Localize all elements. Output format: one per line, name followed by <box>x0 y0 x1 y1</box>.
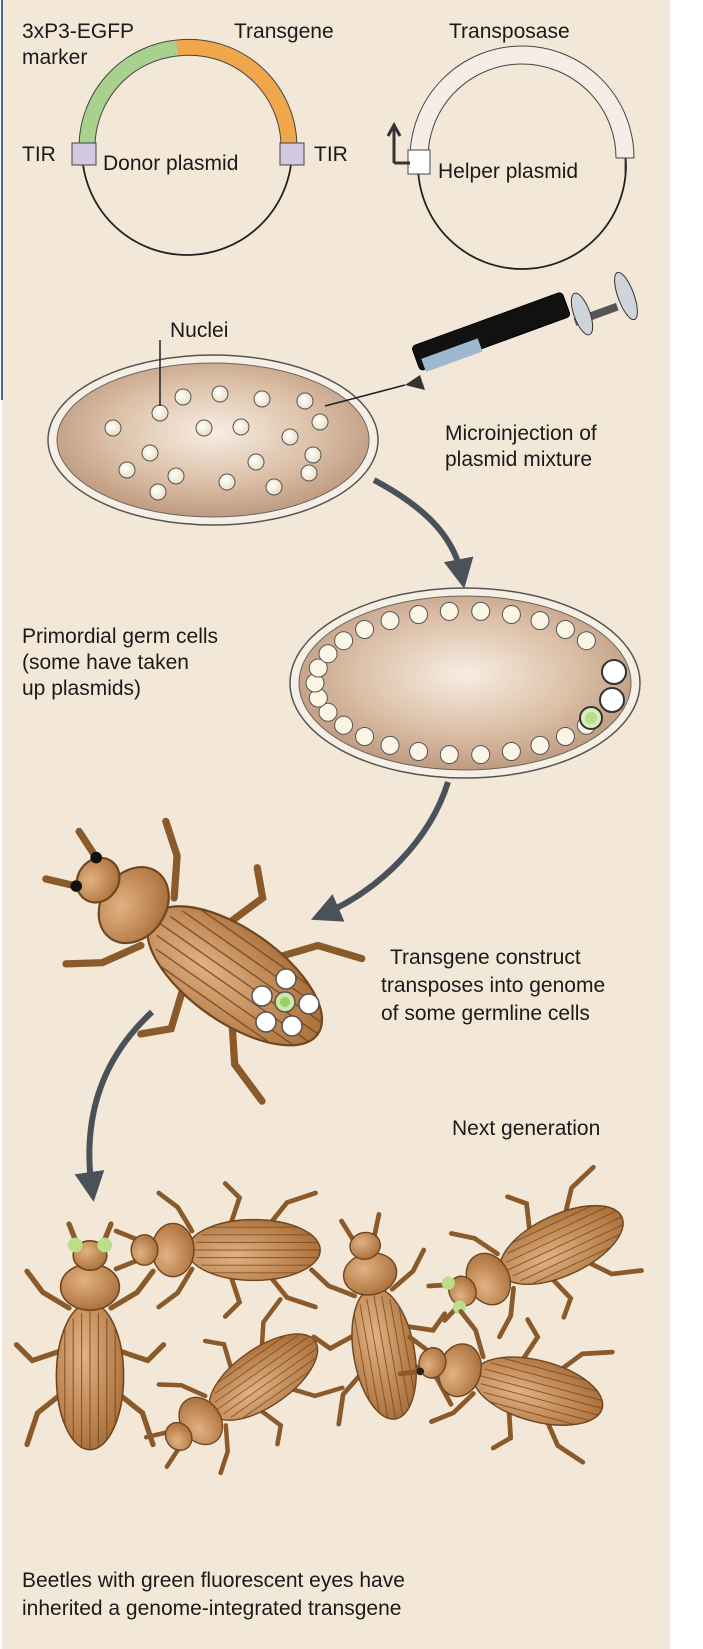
tir-left-label: TIR <box>22 143 56 166</box>
germ-cell <box>356 728 374 746</box>
germ-cell <box>381 736 399 754</box>
germ-cell <box>502 606 520 624</box>
conclusion-caption-line1: Beetles with green fluorescent eyes have <box>22 1569 405 1592</box>
germ-cell <box>502 743 520 761</box>
transgene-label: Transgene <box>234 20 334 43</box>
germ-cell <box>440 602 458 620</box>
transposition-caption-line2: transposes into genome <box>381 974 605 997</box>
transposase-label: Transposase <box>449 20 570 43</box>
conclusion-caption-line2: inherited a genome-integrated transgene <box>22 1597 401 1620</box>
germ-cell <box>472 602 490 620</box>
donor-plasmid-label: Donor plasmid <box>103 152 238 175</box>
transposition-caption-line3: of some germline cells <box>381 1002 590 1025</box>
tir-left-box <box>72 143 96 165</box>
nuclei-label: Nuclei <box>170 319 228 342</box>
germ-cell <box>410 606 428 624</box>
germ-cell <box>472 746 490 764</box>
tir-right-label: TIR <box>314 143 348 166</box>
helper-plasmid-label: Helper plasmid <box>438 160 578 183</box>
germ-cell <box>556 728 574 746</box>
germ-cell <box>577 632 595 650</box>
marker-label-line1: 3xP3-EGFP <box>22 20 134 43</box>
germ-cell <box>356 621 374 639</box>
germ-cell <box>531 612 549 630</box>
tir-right-box <box>280 143 304 165</box>
germ-cell <box>531 736 549 754</box>
germ-cell-embryo <box>290 588 640 778</box>
microinjection-caption-line1: Microinjection of <box>445 422 597 445</box>
germ-cell <box>440 746 458 764</box>
germ-cell <box>381 612 399 630</box>
promoter-box <box>408 150 430 174</box>
germ-cells-caption-line2: (some have taken <box>22 651 189 674</box>
next-generation-label: Next generation <box>452 1117 600 1140</box>
germ-cells-caption-line1: Primordial germ cells <box>22 625 218 648</box>
germ-cell <box>335 632 353 650</box>
marker-label-line2: marker <box>22 46 87 69</box>
germ-cell <box>319 645 337 663</box>
germ-cells-caption-line3: up plasmids) <box>22 677 141 700</box>
germ-cell <box>556 621 574 639</box>
microinjection-caption-line2: plasmid mixture <box>445 448 592 471</box>
germ-cell <box>410 743 428 761</box>
transposition-caption-line1: Transgene construct <box>390 946 581 969</box>
germ-cell <box>335 716 353 734</box>
